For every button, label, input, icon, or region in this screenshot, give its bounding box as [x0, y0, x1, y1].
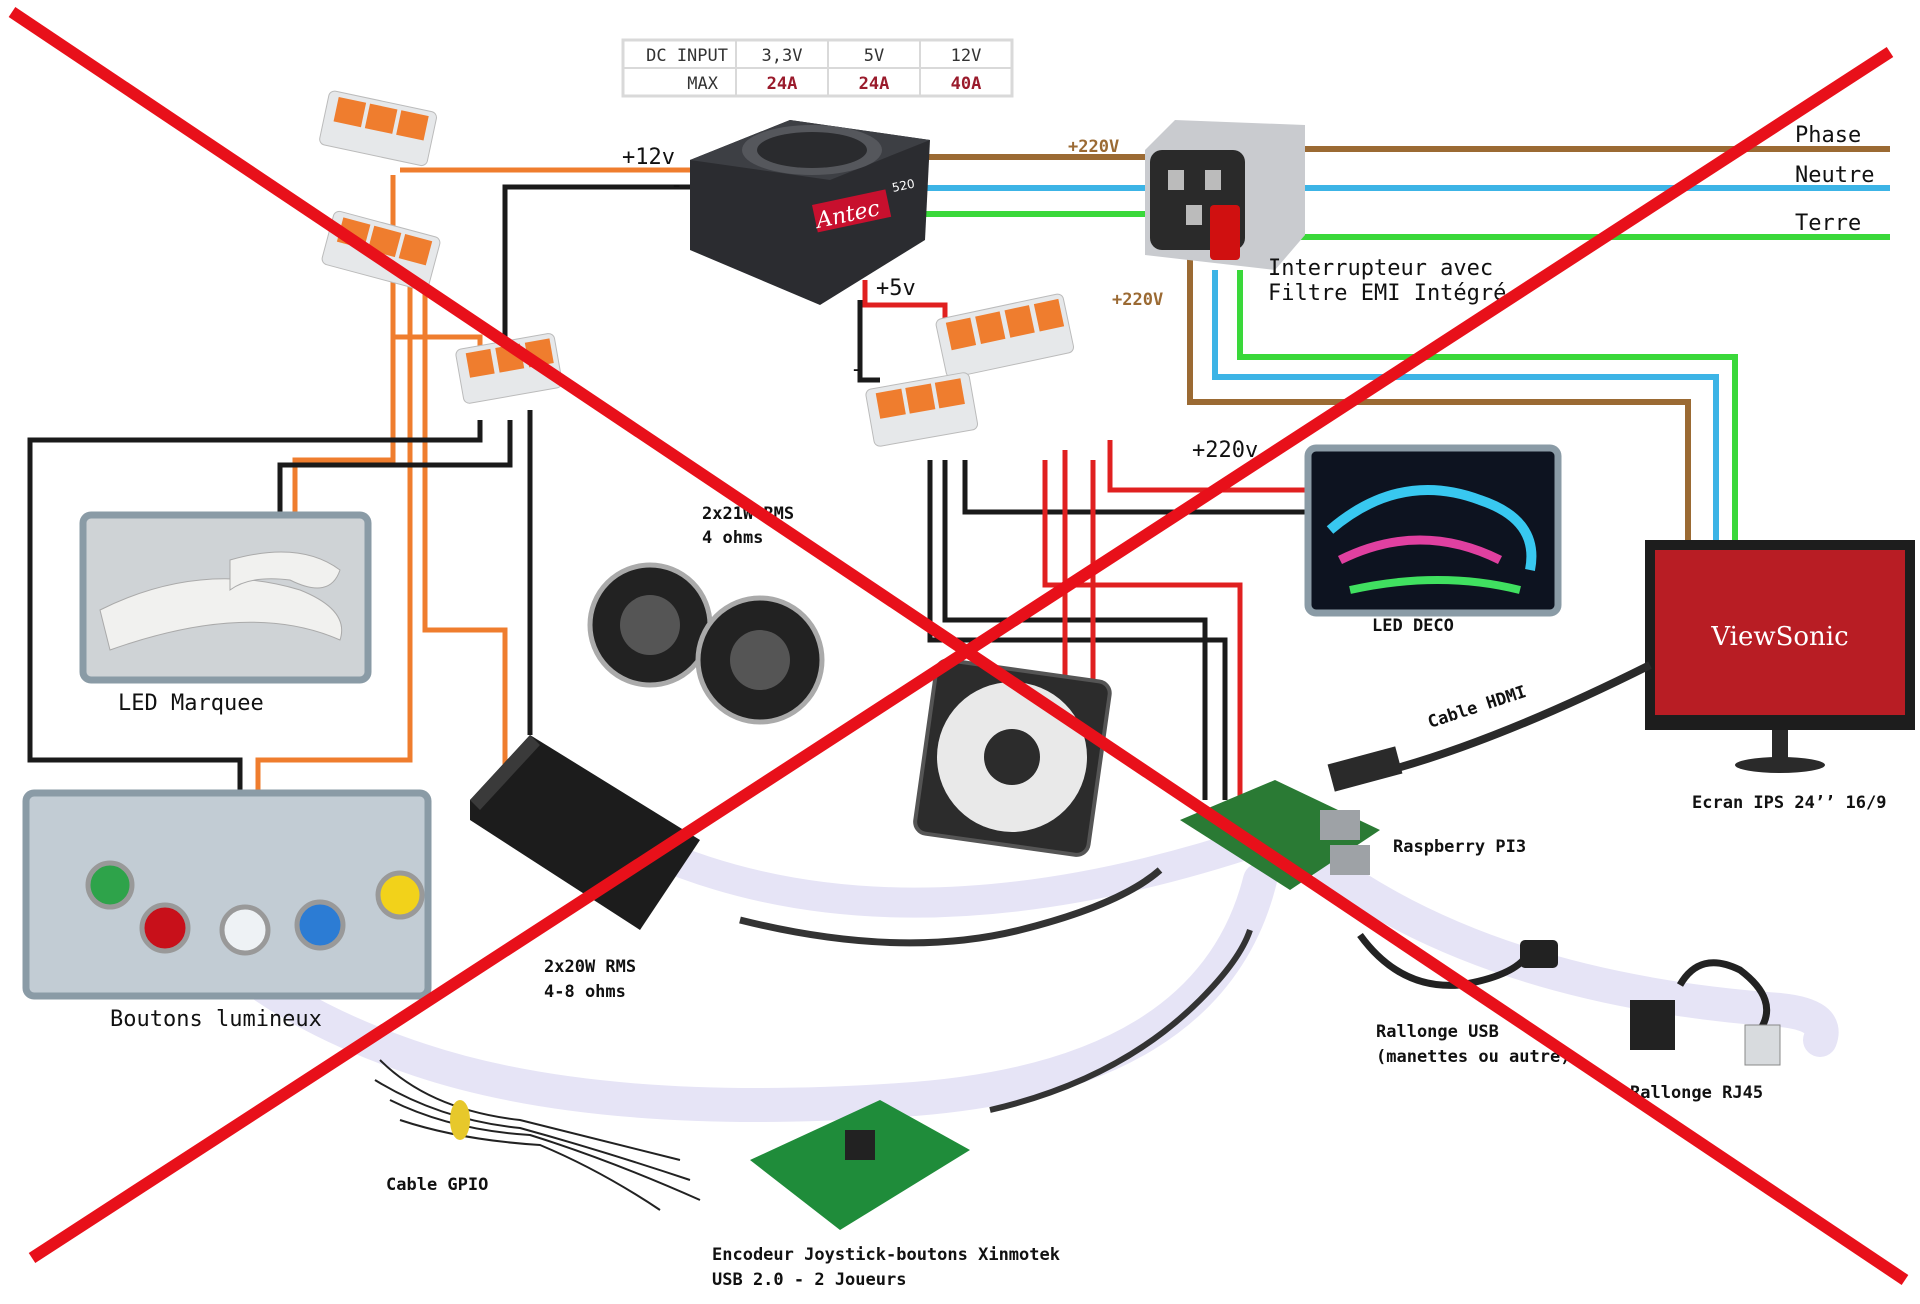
- emi-switch: [1145, 120, 1305, 270]
- wire-brown-down: [1187, 255, 1691, 555]
- label-terre: Terre: [1795, 211, 1861, 236]
- table-row-1-cell-0: 24A: [767, 74, 798, 94]
- table-row-1-cell-2: 40A: [951, 74, 982, 94]
- table-row-1-cell-1: 24A: [859, 74, 890, 94]
- amplifier: [470, 735, 700, 930]
- hdmi-plug: [1327, 746, 1403, 792]
- label-switch-line2: Filtre EMI Intégré: [1268, 281, 1506, 306]
- wago-connector: [321, 210, 441, 291]
- monitor: ViewSonic: [1645, 540, 1915, 773]
- jack-cable: [739, 867, 1163, 947]
- table-row-0-cell-0: 3,3V: [762, 46, 803, 66]
- table-row-0-label: DC INPUT: [646, 46, 728, 66]
- label-ecran: Ecran IPS 24’’ 16/9: [1692, 793, 1886, 813]
- label-switch-line1: Interrupteur avec: [1268, 256, 1493, 281]
- cable-path-highlights: [213, 825, 1839, 1122]
- usb-cable: [989, 929, 1253, 1113]
- wago-connector: [319, 90, 437, 167]
- label-led-deco: LED DECO: [1372, 616, 1454, 636]
- led-deco-photo: [1304, 444, 1562, 617]
- label-minus-mid: -: [850, 357, 863, 382]
- psu-spec-table: DC INPUT 3,3V 5V 12V MAX 24A 24A 40A: [621, 38, 1014, 98]
- speakers: [587, 562, 825, 725]
- label-minus-top: -: [670, 173, 683, 198]
- label-plus220-top: +220V: [1068, 137, 1119, 157]
- table-row-0-cell-1: 5V: [864, 46, 884, 66]
- label-speakers-line2: 4 ohms: [702, 528, 763, 548]
- gpio-cable-bundle: [374, 1059, 701, 1211]
- wire-brown-phase: [925, 146, 1890, 160]
- label-cable-gpio: Cable GPIO: [386, 1175, 488, 1195]
- wire-blue-down: [1212, 270, 1719, 555]
- label-rallonge-usb-line1: Rallonge USB: [1376, 1022, 1499, 1042]
- black-ground-wires: [27, 184, 1315, 800]
- wago-connector: [865, 372, 979, 447]
- label-plus220-left: +220V: [1112, 290, 1163, 310]
- led-marquee-photo: [79, 511, 372, 684]
- label-amp-line2: 4-8 ohms: [544, 982, 626, 1002]
- label-plus5v: +5v: [876, 276, 916, 301]
- label-rallonge-usb-line2: (manettes ou autre): [1376, 1047, 1570, 1067]
- label-encodeur-line1: Encodeur Joystick-boutons Xinmotek: [712, 1245, 1060, 1265]
- label-encodeur-line2: USB 2.0 - 2 Joueurs: [712, 1270, 906, 1290]
- wago-connectors: [319, 90, 1075, 447]
- monitor-brand: ViewSonic: [1710, 622, 1848, 652]
- encoder-board: [750, 1100, 970, 1230]
- label-plus12v: +12v: [622, 145, 675, 170]
- power-supply: Antec 520: [690, 120, 930, 305]
- table-row-1-label: MAX: [687, 74, 718, 94]
- hdmi-cable: [1388, 661, 1652, 774]
- label-phase: Phase: [1795, 123, 1861, 148]
- label-led-marquee: LED Marquee: [118, 691, 264, 716]
- wire-green-down: [1237, 270, 1738, 555]
- crossed-out-mark: [8, 7, 1909, 1285]
- raspberry-pi: [1180, 780, 1380, 890]
- label-plus220-mid: +220v: [1192, 438, 1258, 463]
- wire-green-terre: [925, 211, 1890, 240]
- orange-12v-wires: [255, 167, 700, 795]
- rj45-extension: [1630, 959, 1781, 1066]
- table-row-0-cell-2: 12V: [951, 46, 982, 66]
- label-neutre: Neutre: [1795, 163, 1874, 188]
- mains-wires: [925, 146, 1890, 555]
- buttons-photo: [22, 789, 432, 1000]
- wago-connector: [935, 293, 1075, 379]
- label-amp-line1: 2x20W RMS: [544, 957, 636, 977]
- psu-model: 520: [891, 176, 916, 194]
- label-boutons: Boutons lumineux: [110, 1007, 322, 1032]
- label-raspberry: Raspberry PI3: [1393, 837, 1526, 857]
- label-rallonge-rj45: Rallonge RJ45: [1630, 1083, 1763, 1103]
